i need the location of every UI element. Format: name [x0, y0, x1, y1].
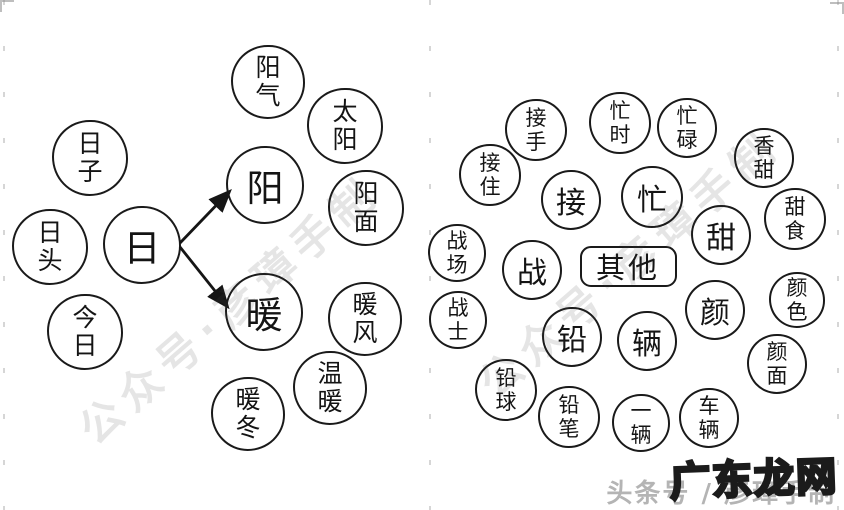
site-logo: 广东龙网 [668, 453, 841, 508]
word-circle: 温 暖 [293, 351, 367, 425]
word-circle: 战 士 [429, 291, 487, 349]
word-circle: 铅 [542, 307, 602, 367]
word-circle: 战 [502, 240, 562, 300]
page-edge-dashes-left [3, 0, 5, 510]
word-circle: 颜 面 [747, 334, 807, 394]
word-circle: 日 头 [12, 209, 88, 285]
word-circle: 一 辆 [612, 394, 670, 452]
root-box-other: 其他 [579, 245, 677, 287]
word-circle: 忙 碌 [657, 98, 717, 158]
word-circle: 阳 [226, 146, 304, 224]
word-circle: 阳 气 [231, 45, 305, 119]
word-circle: 辆 [617, 311, 677, 371]
credit-watermark: 头条号 / 彦璋手制 [606, 479, 836, 509]
word-circle: 接 住 [459, 144, 521, 206]
word-circle: 香 甜 [734, 128, 794, 188]
page-edge-dashes-right [837, 0, 839, 510]
word-circle: 战 场 [428, 224, 486, 282]
word-circle: 忙 时 [589, 92, 651, 154]
word-circle: 接 手 [505, 99, 567, 161]
word-circle: 暖 风 [328, 282, 402, 356]
word-circle: 日 [103, 206, 181, 284]
word-circle: 车 辆 [679, 388, 739, 448]
word-circle: 暖 [225, 273, 303, 351]
word-circle: 甜 食 [764, 188, 826, 250]
word-circle: 阳 面 [328, 170, 404, 246]
word-circle: 暖 冬 [211, 377, 285, 451]
corner-mark-top-left [0, 0, 14, 12]
corner-mark-top-right [830, 2, 844, 14]
word-circle: 今 日 [47, 294, 123, 370]
word-circle: 铅 球 [475, 359, 537, 421]
branch-arrows [178, 188, 232, 310]
word-circle: 颜 色 [769, 272, 825, 328]
word-circle: 太 阳 [307, 88, 383, 164]
word-circle: 铅 笔 [538, 386, 600, 448]
word-circle: 日 子 [52, 120, 128, 196]
word-circle: 颜 [685, 280, 745, 340]
word-circle: 甜 [691, 205, 751, 265]
word-circle: 接 [541, 170, 601, 230]
word-circle: 忙 [621, 166, 683, 228]
